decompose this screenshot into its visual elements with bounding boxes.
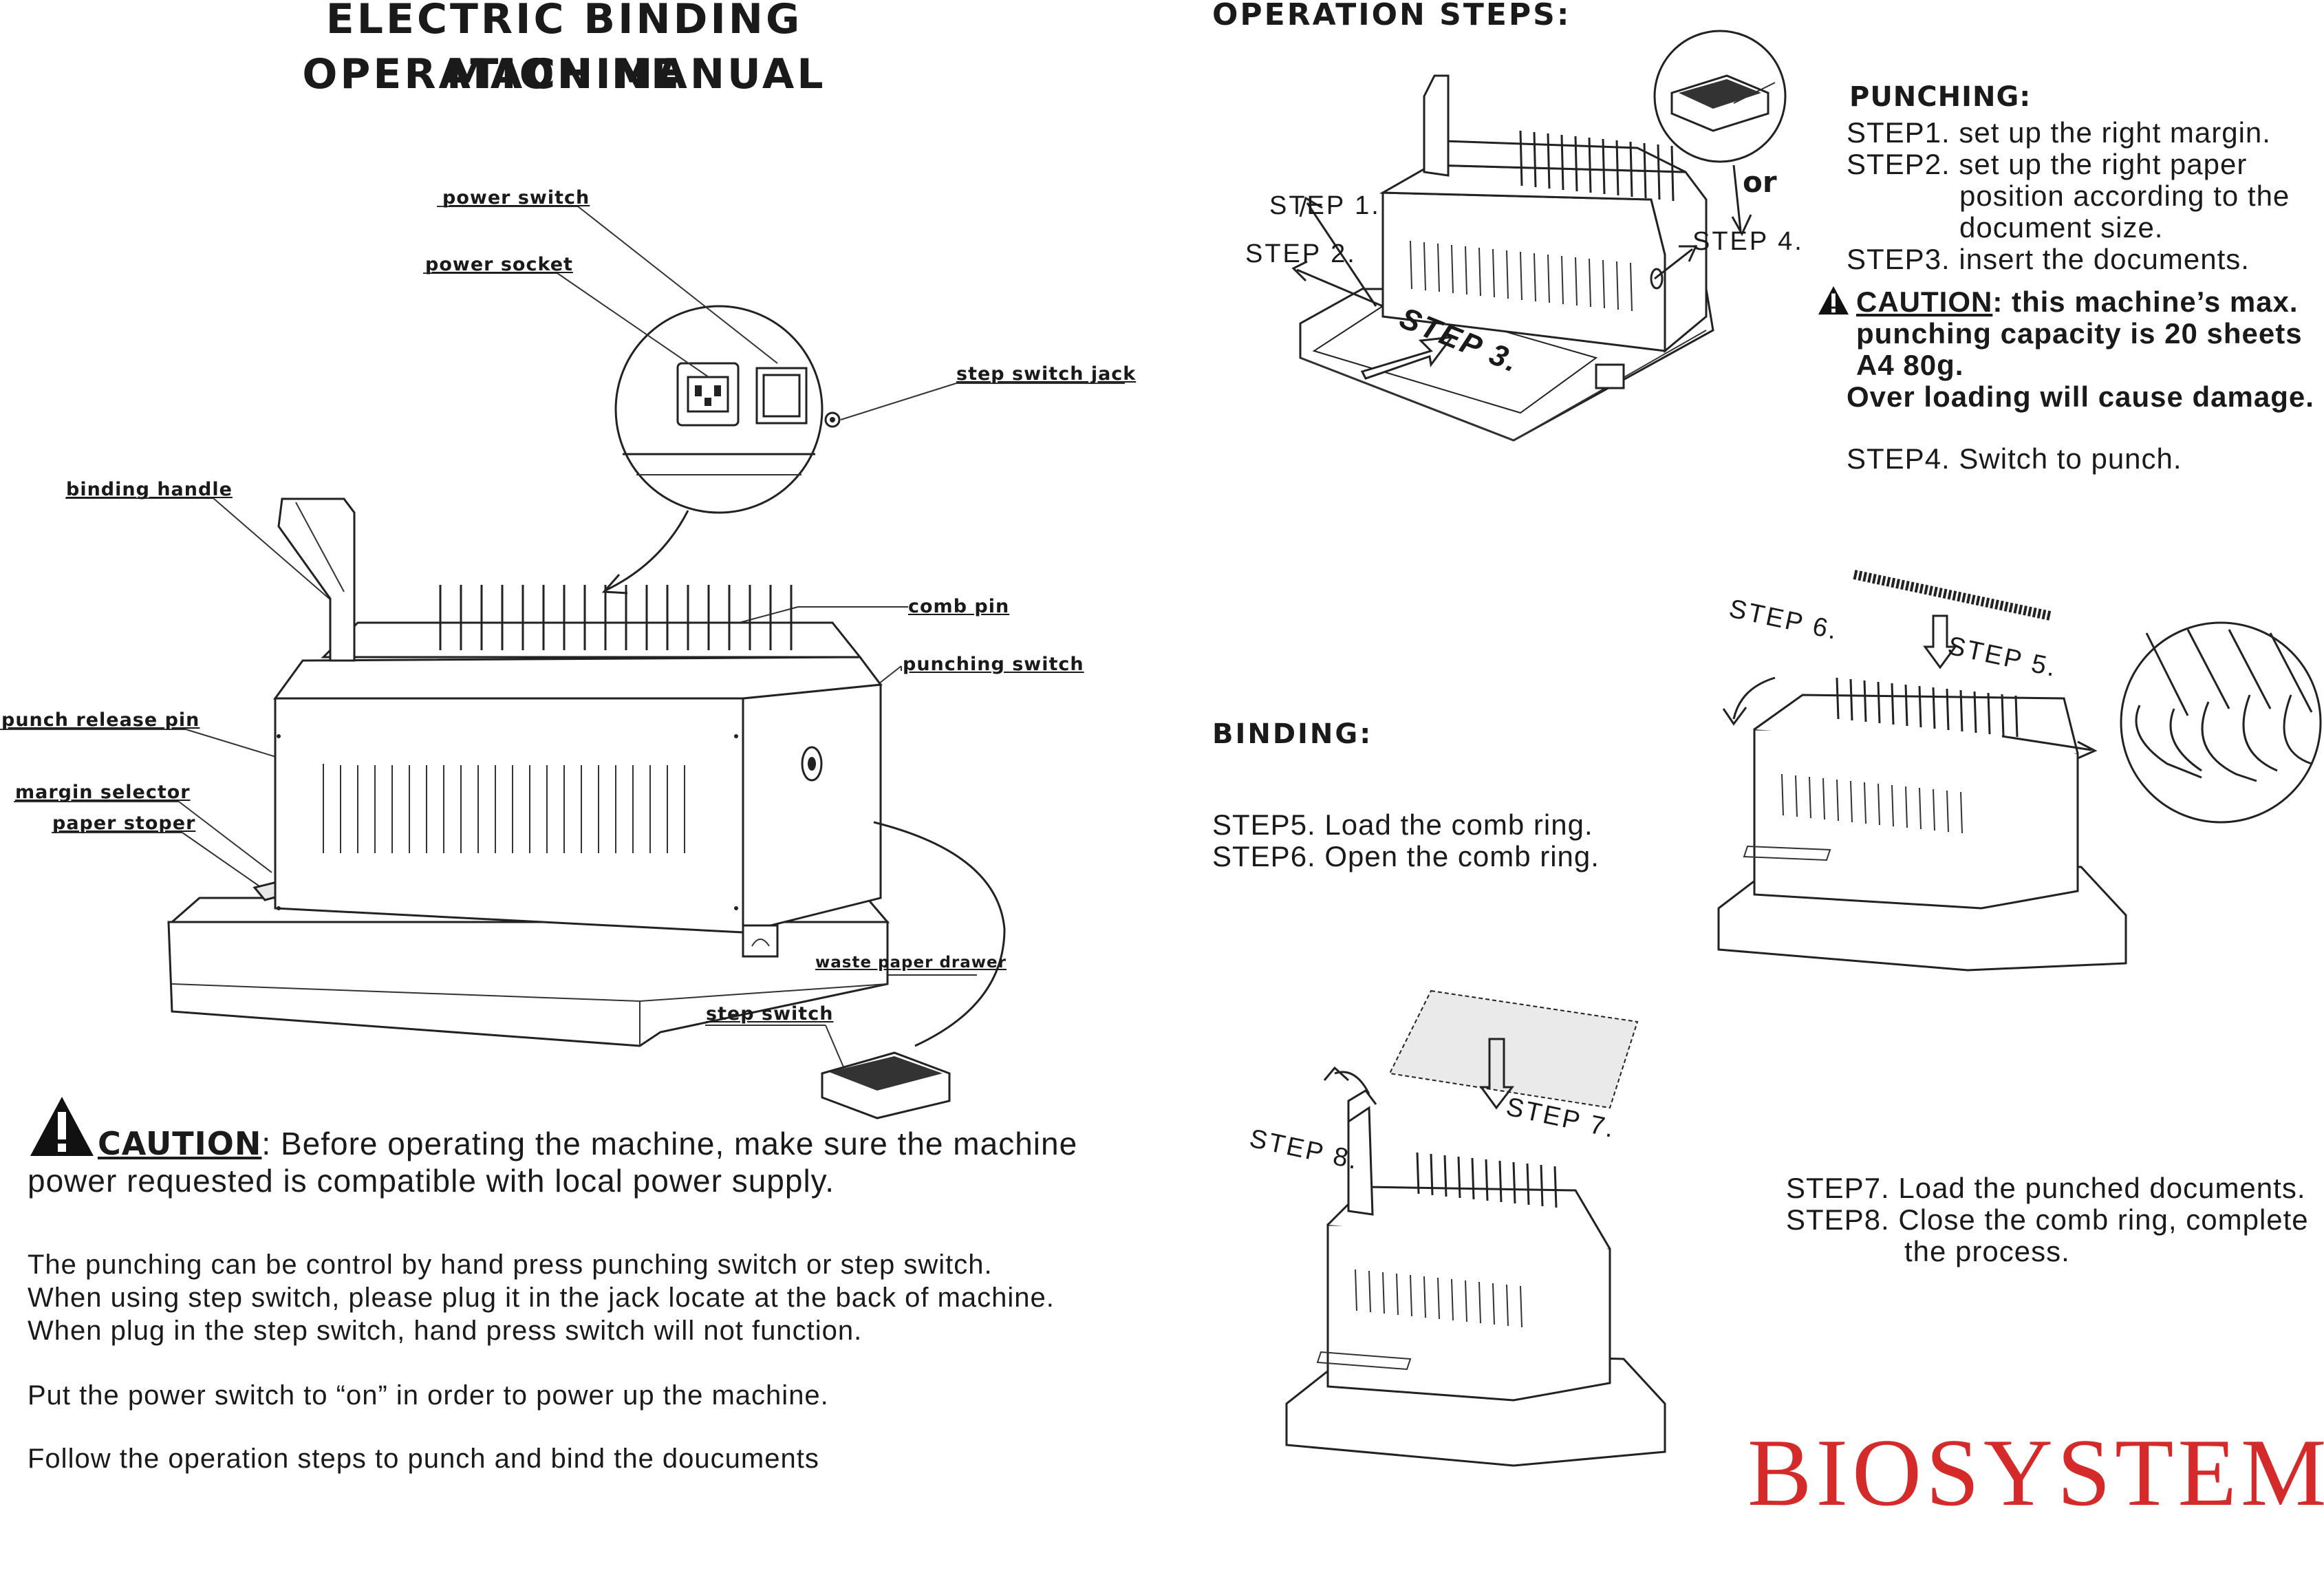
callout-punch-release-pin: punch release pin — [1, 709, 200, 731]
warning-icon — [1818, 286, 1849, 315]
callout-power-socket: power socket — [425, 254, 573, 275]
punching-step2-cont1: position according to the — [1959, 180, 2290, 212]
final-binding-diagram — [1285, 989, 1666, 1467]
manual-title-line1: ELECTRIC BINDING MACHINE — [325, 0, 803, 98]
punching-step4: STEP4. Switch to punch. — [1847, 442, 2182, 475]
punching-step3: STEP3. insert the documents. — [1847, 243, 2250, 275]
diagram-step4-label: STEP 4. — [1692, 227, 1804, 256]
instructions-line: When plug in the step switch, hand press… — [28, 1316, 863, 1346]
punching-caution-line2: punching capacity is 20 sheets — [1856, 317, 2303, 350]
final-step8-cont: the process. — [1904, 1235, 2070, 1267]
binding-heading: BINDING: — [1212, 718, 1373, 750]
callout-power-switch: power switch — [442, 187, 590, 208]
punching-caution-line4: Over loading will cause damage. — [1847, 381, 2314, 413]
punching-step2-cont2: document size. — [1959, 211, 2164, 244]
instructions-paragraph: The punching can be control by hand pres… — [28, 1248, 1055, 1347]
punching-step2: STEP2. set up the right paper — [1847, 148, 2248, 180]
instructions-line: When using step switch, please plug it i… — [28, 1283, 1055, 1313]
callout-punching-switch: punching switch — [903, 654, 1084, 675]
caution-line2: power requested is compatible with local… — [28, 1163, 835, 1199]
power-on-instruction: Put the power switch to “on” in order to… — [28, 1380, 829, 1411]
punching-step1: STEP1. set up the right margin. — [1847, 116, 2271, 149]
operation-steps-heading: OPERATION STEPS: — [1212, 0, 1571, 32]
binding-step6: STEP6. Open the comb ring. — [1212, 840, 1600, 872]
binding-machine-illustration — [0, 206, 1125, 1119]
follow-steps-instruction: Follow the operation steps to punch and … — [28, 1444, 819, 1474]
punching-diagram — [1291, 30, 1787, 442]
diagram-step2-label: STEP 2. — [1245, 239, 1357, 268]
punching-heading: PUNCHING: — [1849, 81, 2032, 113]
callout-comb-pin: comb pin — [908, 596, 1010, 617]
diagram-or-label: or — [1743, 165, 1777, 199]
brand-name: BIOSYSTEM — [1747, 1419, 2324, 1526]
punching-caution-word: CAUTION — [1856, 286, 1993, 318]
callout-step-switch: step switch — [706, 1003, 834, 1025]
brand-logo: BIOSYSTEM® — [1747, 1417, 2324, 1528]
comb-loading-diagram — [1717, 570, 2322, 972]
final-step7: STEP7. Load the punched documents. — [1786, 1172, 2306, 1204]
callout-margin-selector: margin selector — [15, 782, 191, 803]
instructions-line: The punching can be control by hand pres… — [28, 1250, 993, 1280]
warning-icon — [30, 1097, 94, 1156]
final-step8: STEP8. Close the comb ring, complete — [1786, 1203, 2309, 1236]
manual-title-line2: OPERATION MANUAL — [302, 50, 826, 98]
punching-caution: CAUTION: this machine’s max. — [1856, 286, 2299, 318]
punching-caution-line3: A4 80g. — [1856, 349, 1964, 381]
callout-waste-paper-drawer: waste paper drawer — [815, 954, 1007, 972]
callout-binding-handle: binding handle — [66, 479, 233, 500]
callout-paper-stoper: paper stoper — [52, 813, 196, 834]
caution-text: : Before operating the machine, make sur… — [261, 1126, 1078, 1161]
binding-step5: STEP5. Load the comb ring. — [1212, 808, 1593, 841]
caution-word: CAUTION — [98, 1125, 262, 1162]
punching-caution-text: : this machine’s max. — [1992, 286, 2299, 318]
diagram-step1-label: STEP 1. — [1269, 191, 1381, 220]
caution-notice: CAUTION: Before operating the machine, m… — [98, 1127, 1077, 1160]
callout-step-switch-jack: step switch jack — [956, 363, 1137, 385]
